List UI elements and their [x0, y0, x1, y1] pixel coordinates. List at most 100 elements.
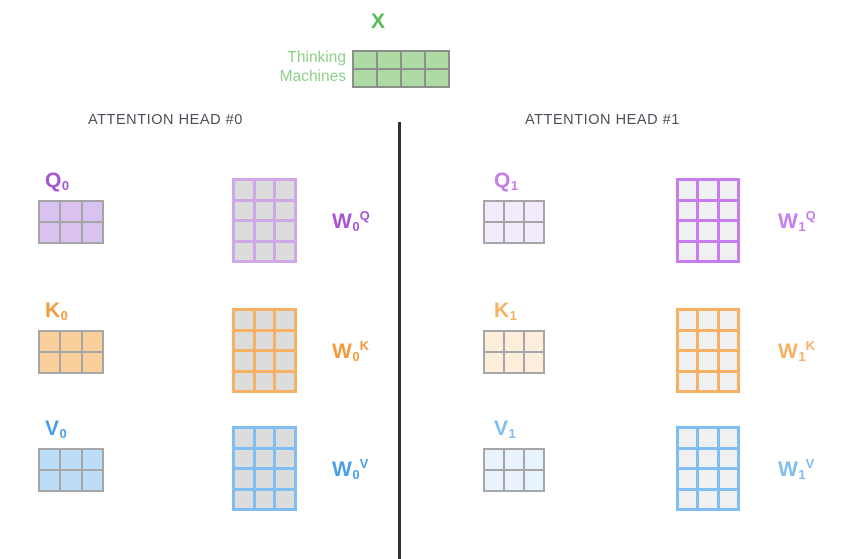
matrix-cell	[719, 429, 737, 447]
matrix-cell	[679, 470, 697, 488]
matrix-cell	[485, 332, 503, 351]
input-row-label-thinking: Thinking	[287, 49, 346, 66]
matrix-cell	[525, 223, 543, 242]
matrix-cell	[82, 202, 102, 221]
matrix-w0q-label: W0Q	[332, 208, 370, 233]
matrix-cell	[255, 181, 274, 199]
matrix-cell	[719, 222, 737, 240]
matrix-k1-label-sub: 1	[509, 308, 517, 323]
matrix-cell	[82, 353, 102, 372]
matrix-cell	[699, 352, 717, 370]
matrix-cell	[719, 311, 737, 329]
matrix-w1v-label-sup: V	[805, 456, 815, 471]
matrix-cell	[485, 202, 503, 221]
matrix-cell	[719, 352, 737, 370]
matrix-w0q-label-base: W	[332, 210, 352, 233]
matrix-q0-label-base: Q	[45, 169, 62, 192]
matrix-cell	[276, 429, 294, 447]
matrix-cell	[402, 52, 424, 68]
matrix-w0k-label-sub: 0	[352, 349, 360, 364]
matrix-cell	[255, 352, 274, 370]
matrix-cell	[255, 311, 274, 329]
matrix-cell	[719, 242, 737, 260]
matrix-cell	[40, 353, 60, 372]
matrix-cell	[40, 223, 60, 242]
matrix-cell	[525, 471, 543, 490]
matrix-cell	[235, 429, 253, 447]
matrix-cell	[719, 449, 737, 467]
matrix-cell	[255, 331, 274, 349]
matrix-cell	[426, 70, 448, 86]
matrix-cell	[679, 490, 697, 508]
matrix-cell	[699, 201, 717, 219]
matrix-cell	[82, 471, 102, 490]
input-row-labels: Thinking Machines	[232, 48, 346, 86]
matrix-cell	[525, 450, 543, 469]
matrix-cell	[255, 490, 274, 508]
matrix-cell	[255, 449, 274, 467]
matrix-cell	[276, 449, 294, 467]
matrix-cell	[61, 450, 81, 469]
matrix-cell	[699, 181, 717, 199]
matrix-cell	[679, 242, 697, 260]
matrix-k0-label-base: K	[45, 299, 61, 322]
matrix-cell	[235, 311, 253, 329]
matrix-cell	[719, 490, 737, 508]
matrix-cell	[505, 471, 523, 490]
matrix-w0k-label: W0K	[332, 338, 369, 364]
matrix-cell	[255, 372, 274, 390]
matrix-cell	[82, 332, 102, 351]
matrix-cell	[235, 352, 253, 370]
matrix-cell	[525, 353, 543, 372]
matrix-q1-label-sub: 1	[510, 178, 519, 193]
matrix-v1-label: V1	[494, 418, 516, 440]
matrix-w1q-label-sup: Q	[805, 208, 816, 223]
matrix-cell	[255, 222, 274, 240]
matrix-cell	[719, 331, 737, 349]
matrix-v1-grid	[483, 448, 545, 492]
matrix-cell	[82, 450, 102, 469]
matrix-cell	[61, 332, 81, 351]
matrix-cell	[699, 429, 717, 447]
matrix-k1-label: K1	[494, 299, 517, 323]
matrix-cell	[525, 202, 543, 221]
matrix-cell	[719, 372, 737, 390]
matrix-cell	[699, 311, 717, 329]
matrix-k0-label: K0	[45, 299, 68, 323]
matrix-cell	[378, 52, 400, 68]
matrix-w1k-label: W1K	[778, 339, 815, 363]
matrix-w1v-label-sub: 1	[798, 467, 806, 482]
matrix-cell	[525, 332, 543, 351]
matrix-cell	[235, 242, 253, 260]
matrix-w1q-grid	[676, 178, 740, 263]
input-matrix-title: X	[371, 10, 386, 33]
matrix-cell	[485, 450, 503, 469]
matrix-cell	[61, 471, 81, 490]
matrix-cell	[40, 450, 60, 469]
matrix-v0-label-sub: 0	[59, 426, 67, 441]
matrix-cell	[719, 201, 737, 219]
matrix-q1-label-base: Q	[494, 169, 511, 192]
matrix-cell	[679, 331, 697, 349]
matrix-v0-grid	[38, 448, 104, 492]
matrix-cell	[255, 470, 274, 488]
matrix-cell	[235, 222, 253, 240]
matrix-k0-label-sub: 0	[60, 308, 68, 323]
matrix-cell	[276, 181, 294, 199]
matrix-cell	[354, 52, 376, 68]
matrix-w0k-label-sup: K	[359, 338, 369, 353]
matrix-cell	[679, 352, 697, 370]
matrix-cell	[235, 470, 253, 488]
matrix-k0-grid	[38, 330, 104, 374]
matrix-cell	[276, 311, 294, 329]
matrix-cell	[61, 353, 81, 372]
matrix-cell	[276, 490, 294, 508]
matrix-cell	[505, 223, 523, 242]
attention-head-1-title: ATTENTION HEAD #1	[525, 112, 680, 128]
matrix-k1-label-base: K	[494, 299, 510, 322]
matrix-cell	[40, 202, 60, 221]
matrix-cell	[276, 222, 294, 240]
matrix-w0q-label-sup: Q	[359, 208, 370, 223]
matrix-w1q-label-base: W	[778, 210, 798, 233]
